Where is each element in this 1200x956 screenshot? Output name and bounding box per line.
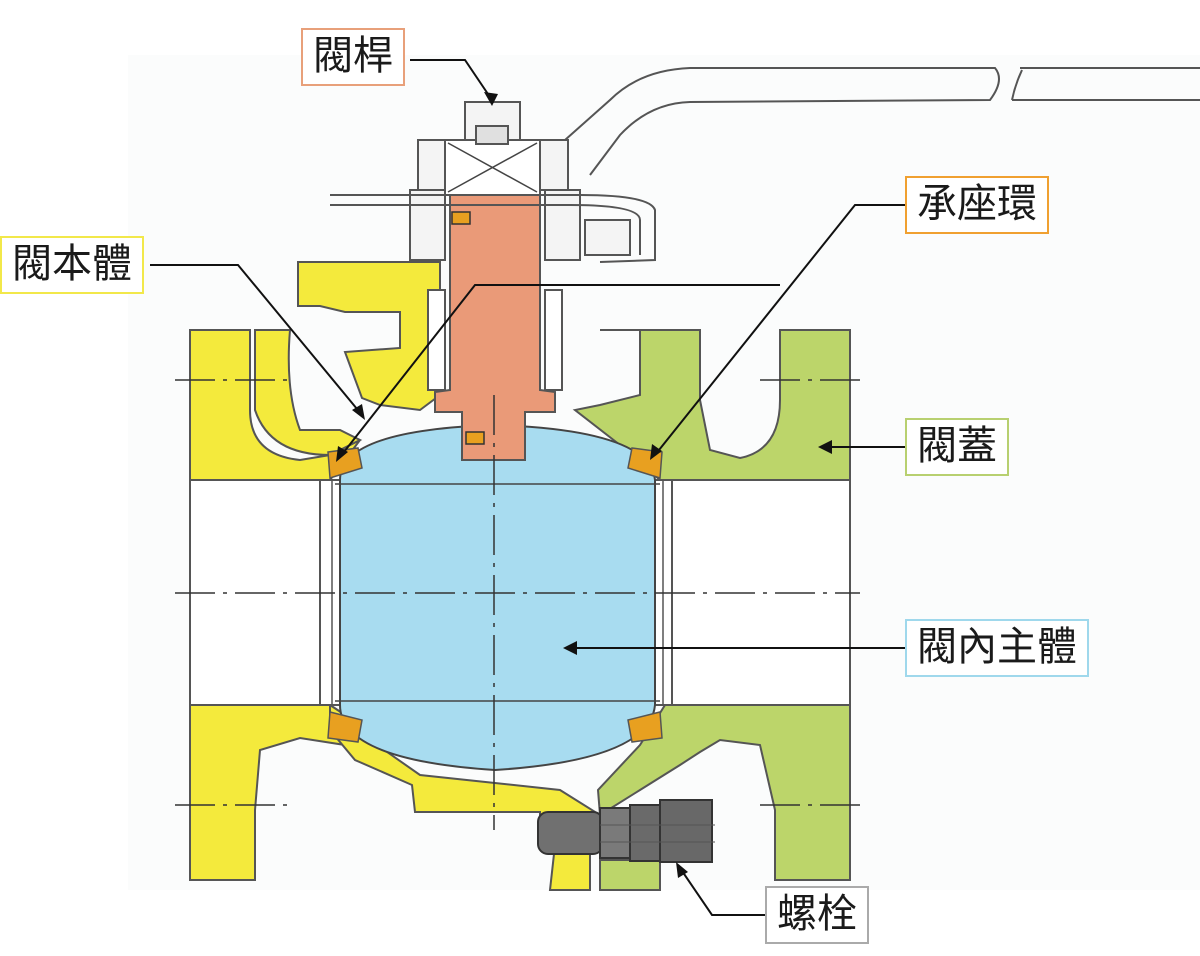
bolt-shape	[537, 799, 715, 863]
leader-lines	[150, 59, 905, 916]
stem-leader	[410, 59, 493, 101]
bonnet-shape	[572, 329, 851, 891]
label-seat-ring: 承座環	[905, 176, 1049, 234]
label-bonnet: 閥蓋	[905, 418, 1009, 476]
stem-shape	[434, 189, 556, 461]
bolt-leader	[679, 867, 765, 916]
seat-ring-leader-right	[654, 204, 905, 456]
ball-shape	[319, 423, 673, 772]
center-lines	[175, 379, 860, 830]
seat-ring-leader-left	[339, 284, 780, 458]
label-stem: 閥桿	[301, 28, 405, 86]
lever-handle	[330, 67, 1200, 263]
label-body: 閥本體	[0, 236, 144, 294]
body-leader	[150, 264, 363, 416]
label-ball: 閥內主體	[905, 619, 1089, 677]
label-bolt: 螺栓	[765, 886, 869, 944]
gland-and-nut	[409, 101, 631, 391]
valve-body-shape	[189, 261, 601, 891]
